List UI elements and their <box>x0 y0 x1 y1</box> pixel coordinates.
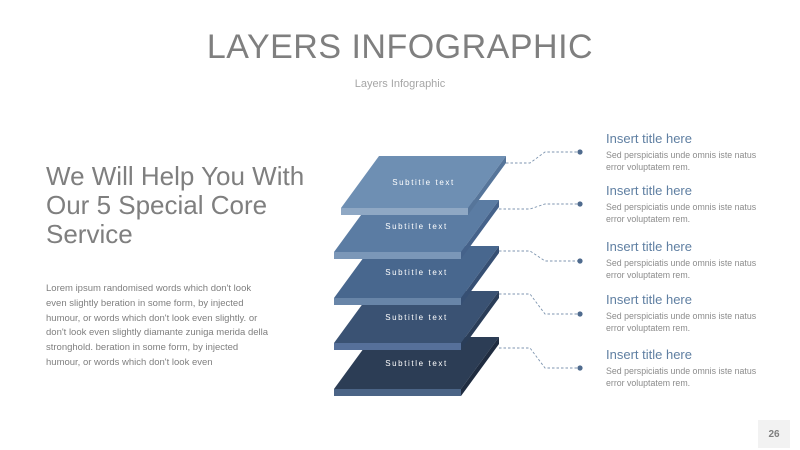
connector-line <box>499 203 579 210</box>
connector-line <box>499 347 579 369</box>
layer-side-face <box>461 291 499 350</box>
item-desc-2: Sed perspiciatis unde omnis iste natus e… <box>606 202 757 224</box>
body-text: Lorem ipsum randomised words which don't… <box>46 283 269 368</box>
item-desc-1: Sed perspiciatis unde omnis iste natus e… <box>606 150 757 172</box>
layer-label: Subtitle text <box>385 222 448 231</box>
page-title: LAYERS INFOGRAPHIC <box>206 28 594 66</box>
connector-dot <box>577 311 583 317</box>
item-title-4: Insert title here <box>606 292 692 307</box>
layer-front-face <box>334 298 461 305</box>
connector-dot <box>577 258 583 264</box>
layer-label: Subtitle text <box>385 313 448 322</box>
layer-front-face <box>334 343 461 350</box>
item-desc-4: Sed perspiciatis unde omnis iste natus e… <box>606 311 757 333</box>
layer-label: Subtitle text <box>385 359 448 368</box>
page-number: 26 <box>758 420 790 448</box>
layer-side-face <box>461 200 499 259</box>
connector-dot <box>577 201 583 207</box>
layer-front-face <box>341 208 468 215</box>
layer-side-face <box>468 156 506 215</box>
layer-side-face <box>461 337 499 396</box>
layer-top-face <box>341 156 506 208</box>
item-title-2: Insert title here <box>606 183 692 198</box>
layer-label: Subtitle text <box>385 268 448 277</box>
connector-line <box>506 151 579 164</box>
layer-front-face <box>334 389 461 396</box>
layer-1: Subtitle text <box>341 156 506 215</box>
layer-label: Subtitle text <box>392 178 455 187</box>
item-desc-3: Sed perspiciatis unde omnis iste natus e… <box>606 258 757 280</box>
connector-dot <box>577 365 583 371</box>
connector-line <box>499 293 579 315</box>
page-subtitle: Layers Infographic <box>354 78 446 90</box>
item-desc-5: Sed perspiciatis unde omnis iste natus e… <box>606 366 757 388</box>
item-title-1: Insert title here <box>606 131 692 146</box>
layer-front-face <box>334 252 461 259</box>
connector-line <box>499 250 579 262</box>
layer-side-face <box>461 246 499 305</box>
headline: We Will Help You With Our 5 Special Core… <box>46 161 305 249</box>
connector-dot <box>577 149 583 155</box>
item-title-3: Insert title here <box>606 239 692 254</box>
item-title-5: Insert title here <box>606 347 692 362</box>
